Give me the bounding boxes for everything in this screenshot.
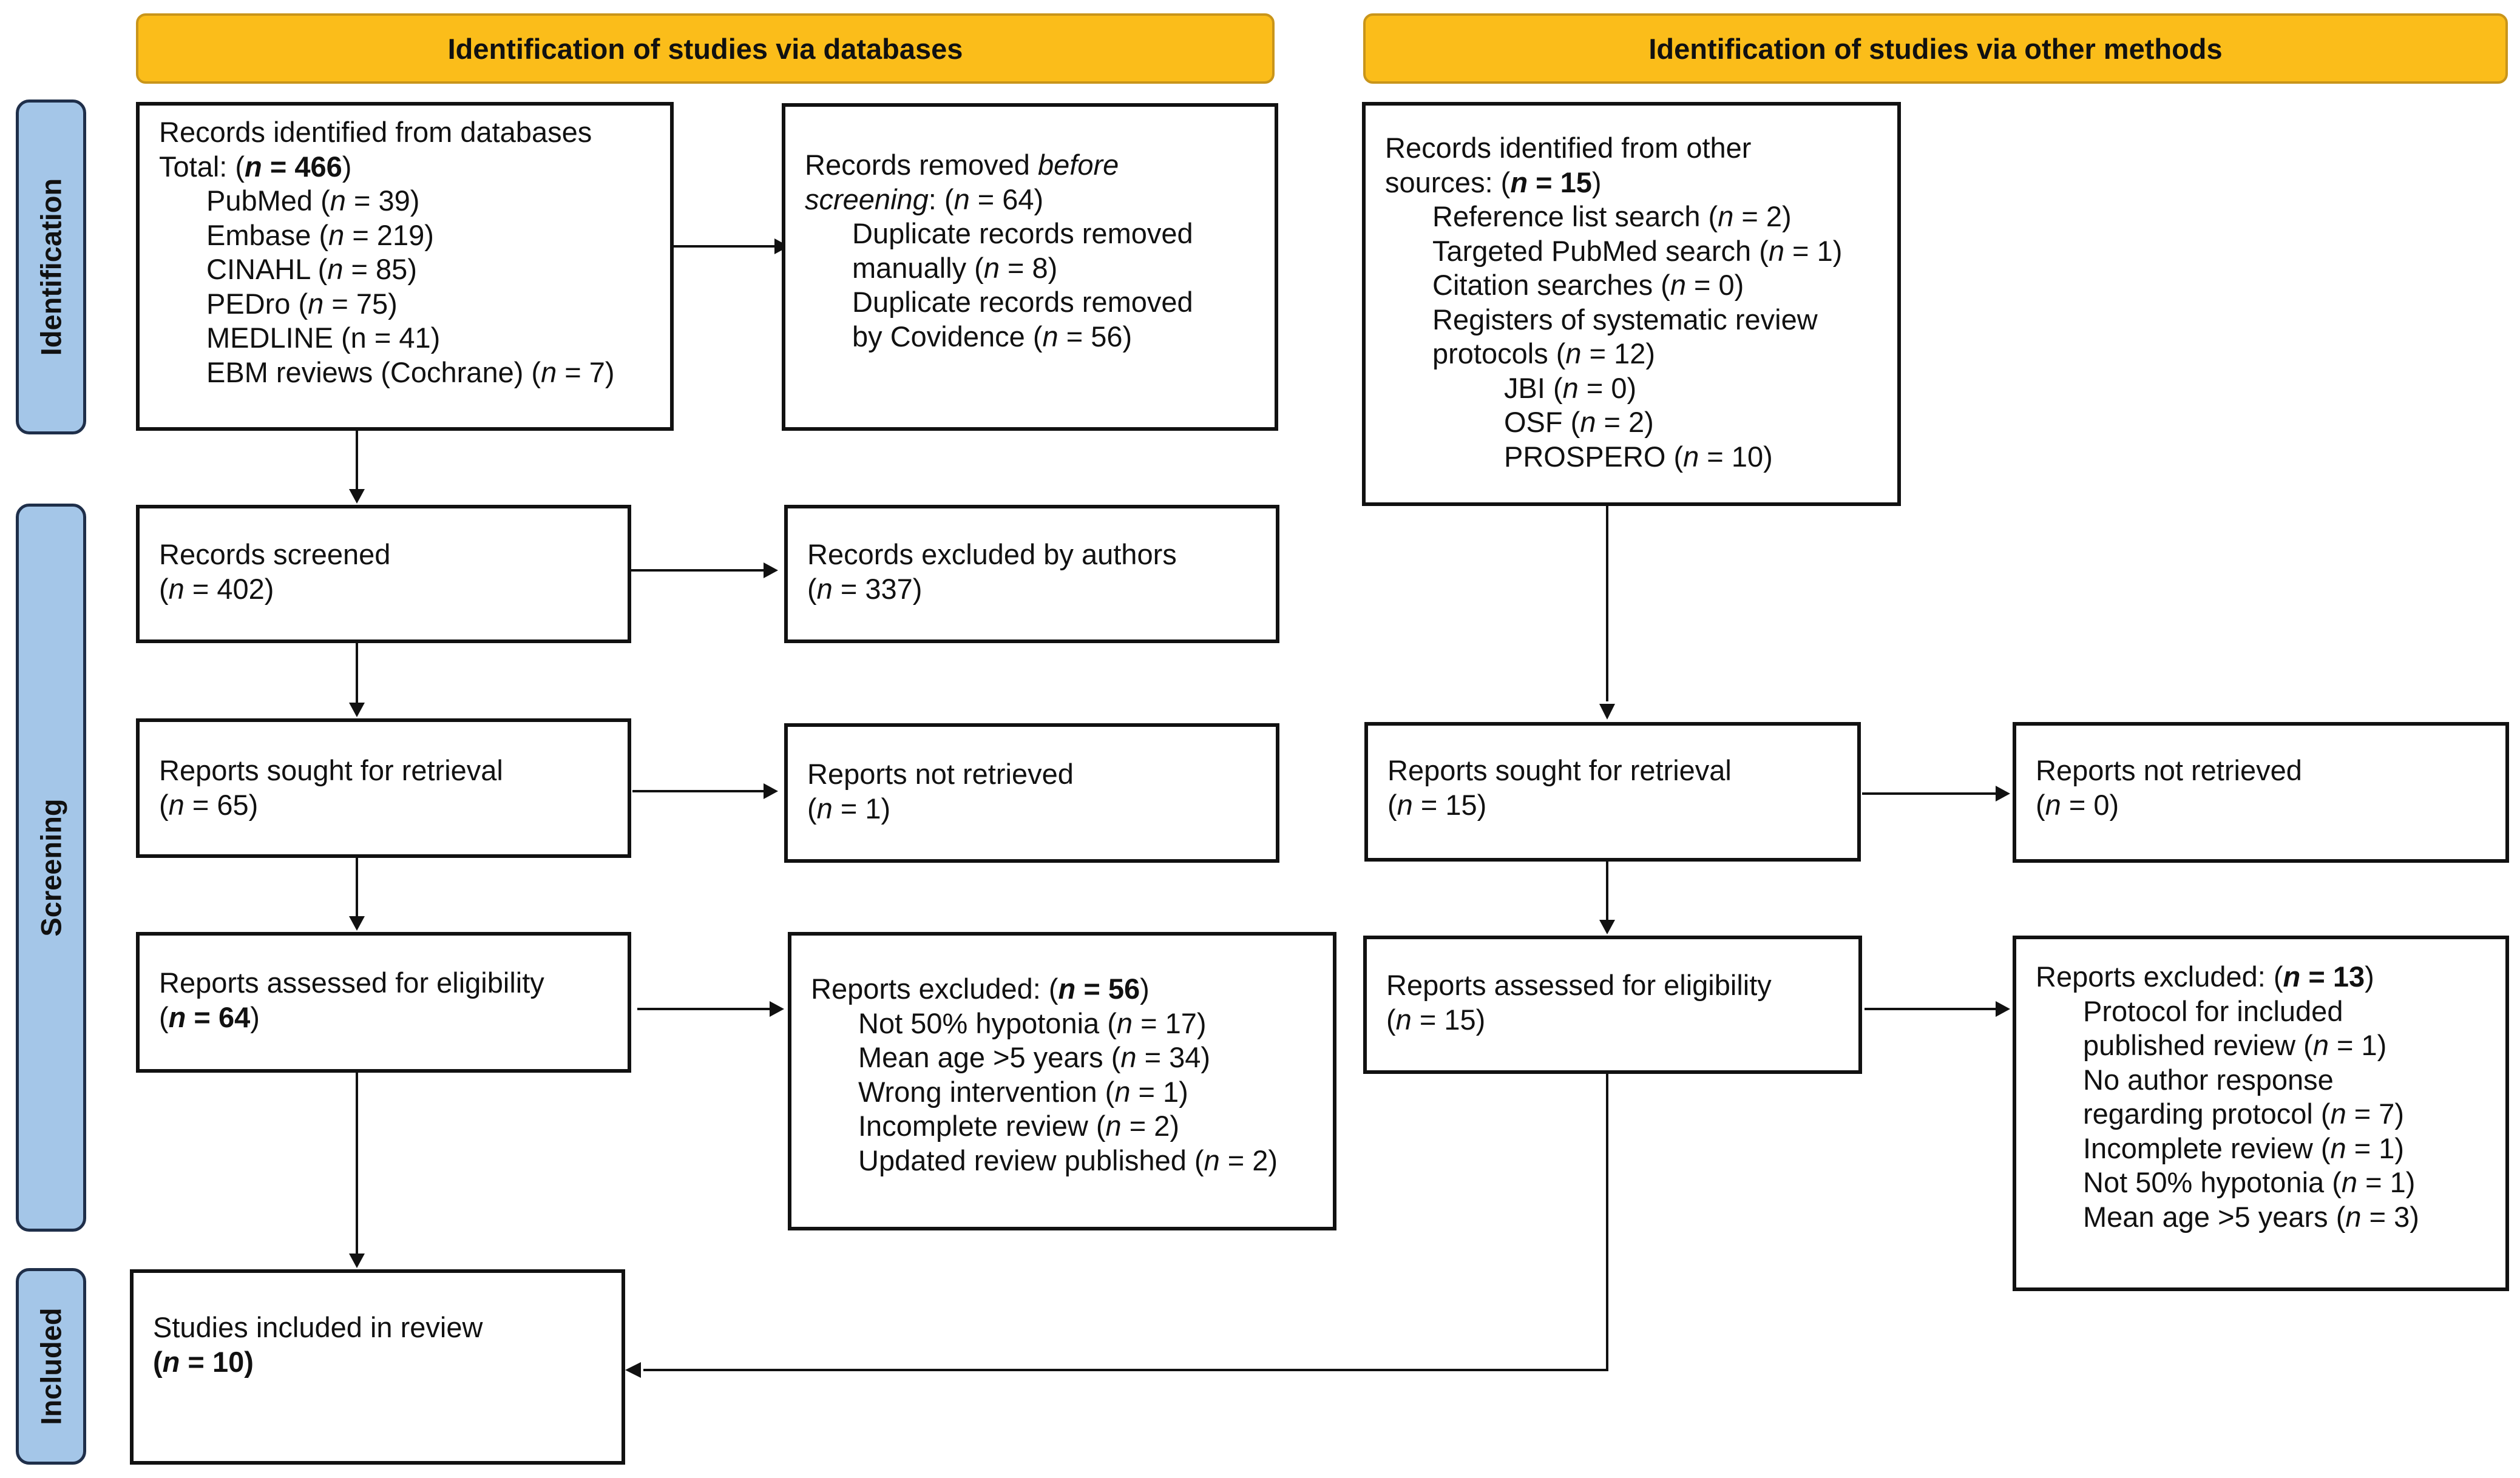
register-item: OSF (n = 2) <box>1504 406 1654 438</box>
sought-count: (n = 65) <box>159 788 259 821</box>
header-databases-label: Identification of studies via databases <box>447 32 963 65</box>
other-registers-line1: Registers of systematic review <box>1432 303 1818 336</box>
box-records-removed: Records removed before screening: (n = 6… <box>782 103 1278 431</box>
exclusion-reason: Not 50% hypotonia (n = 17) <box>858 1007 1207 1039</box>
exclusion-reason: Wrong intervention (n = 1) <box>858 1075 1188 1108</box>
db-source-item: PubMed (n = 39) <box>206 184 420 217</box>
register-item: PROSPERO (n = 10) <box>1504 440 1773 473</box>
box-records-identified-other: Records identified from other sources: (… <box>1362 102 1901 506</box>
arrow-other-assessed-to-included <box>643 1073 1608 1371</box>
removed-covidence-line2: by Covidence (n = 56) <box>852 320 1133 353</box>
other-assessed-count: (n = 15) <box>1386 1003 1486 1036</box>
exclusion-reason: Mean age >5 years (n = 34) <box>858 1041 1211 1073</box>
not-retrieved-count: (n = 1) <box>807 792 891 825</box>
exclusion-reason: Incomplete review (n = 2) <box>858 1110 1179 1142</box>
sought-title: Reports sought for retrieval <box>159 754 503 786</box>
reports-excluded-title: Reports excluded: (n = 56) <box>811 973 1150 1005</box>
register-item: JBI (n = 0) <box>1504 371 1637 404</box>
box-reports-sought: Reports sought for retrieval (n = 65) <box>136 718 631 858</box>
removed-covidence-line1: Duplicate records removed <box>852 286 1193 318</box>
header-databases: Identification of studies via databases <box>136 13 1275 84</box>
box-other-reports-sought: Reports sought for retrieval (n = 15) <box>1364 722 1861 862</box>
other-registers-line2: protocols (n = 12) <box>1432 337 1656 370</box>
phase-screening: Screening <box>16 504 86 1232</box>
removed-manual-line1: Duplicate records removed <box>852 217 1193 249</box>
assessed-count: (n = 64) <box>159 1001 260 1033</box>
included-title: Studies included in review <box>153 1311 483 1343</box>
other-source-item: Reference list search (n = 2) <box>1432 200 1792 232</box>
box-other-reports-excluded: Reports excluded: (n = 13) Protocol for … <box>2013 936 2509 1291</box>
assessed-title: Reports assessed for eligibility <box>159 967 544 999</box>
db-source-item: CINAHL (n = 85) <box>206 253 417 285</box>
header-other-methods: Identification of studies via other meth… <box>1363 13 2508 84</box>
other-identified-title2: sources: (n = 15) <box>1385 166 1602 198</box>
other-not-retrieved-title: Reports not retrieved <box>2036 754 2302 786</box>
box-reports-assessed: Reports assessed for eligibility (n = 64… <box>136 932 631 1073</box>
removed-title-line1: Records removed before <box>805 149 1119 181</box>
db-source-item: PEDro (n = 75) <box>206 287 398 320</box>
included-count: (n = 10) <box>153 1345 254 1378</box>
other-exclusion-reason: Incomplete review (n = 1) <box>2083 1132 2404 1164</box>
box-studies-included: Studies included in review (n = 10) <box>130 1269 625 1465</box>
box-reports-not-retrieved: Reports not retrieved (n = 1) <box>784 723 1279 863</box>
removed-manual-line2: manually (n = 8) <box>852 251 1058 284</box>
other-assessed-title: Reports assessed for eligibility <box>1386 969 1772 1001</box>
header-other-label: Identification of studies via other meth… <box>1648 32 2223 65</box>
phase-included: Included <box>16 1268 86 1465</box>
db-identified-total: Total: (n = 466) <box>159 150 352 183</box>
excluded-title: Records excluded by authors <box>807 538 1177 570</box>
db-source-item: Embase (n = 219) <box>206 218 434 251</box>
not-retrieved-title: Reports not retrieved <box>807 758 1074 790</box>
other-exclusion-reason: published review (n = 1) <box>2083 1029 2387 1061</box>
box-records-screened: Records screened (n = 402) <box>136 505 631 643</box>
phase-identification: Identification <box>16 100 86 434</box>
box-other-reports-assessed: Reports assessed for eligibility (n = 15… <box>1363 936 1862 1074</box>
db-source-item: MEDLINE (n = 41) <box>206 322 441 354</box>
other-exclusion-reason: regarding protocol (n = 7) <box>2083 1098 2405 1130</box>
other-excluded-title: Reports excluded: (n = 13) <box>2036 960 2374 993</box>
exclusion-reason: Updated review published (n = 2) <box>858 1144 1278 1176</box>
box-records-excluded: Records excluded by authors (n = 337) <box>784 505 1279 643</box>
other-source-item: Targeted PubMed search (n = 1) <box>1432 234 1843 267</box>
box-reports-excluded: Reports excluded: (n = 56) Not 50% hypot… <box>788 932 1336 1230</box>
other-sought-count: (n = 15) <box>1387 788 1487 821</box>
db-identified-title: Records identified from databases <box>159 116 592 148</box>
other-source-item: Citation searches (n = 0) <box>1432 269 1744 301</box>
excluded-count: (n = 337) <box>807 572 923 605</box>
screened-title: Records screened <box>159 538 391 570</box>
other-identified-title1: Records identified from other <box>1385 132 1752 164</box>
other-exclusion-reason: Not 50% hypotonia (n = 1) <box>2083 1166 2416 1198</box>
other-exclusion-reason: Protocol for included <box>2083 994 2343 1027</box>
box-records-identified-databases: Records identified from databases Total:… <box>136 102 674 431</box>
other-exclusion-reason: Mean age >5 years (n = 3) <box>2083 1200 2419 1233</box>
screened-count: (n = 402) <box>159 572 274 605</box>
removed-title-line2: screening: (n = 64) <box>805 183 1044 215</box>
other-sought-title: Reports sought for retrieval <box>1387 754 1732 786</box>
other-not-retrieved-count: (n = 0) <box>2036 788 2119 821</box>
box-other-reports-not-retrieved: Reports not retrieved (n = 0) <box>2013 722 2509 863</box>
other-exclusion-reason: No author response <box>2083 1063 2334 1096</box>
db-source-item: EBM reviews (Cochrane) (n = 7) <box>206 356 615 388</box>
